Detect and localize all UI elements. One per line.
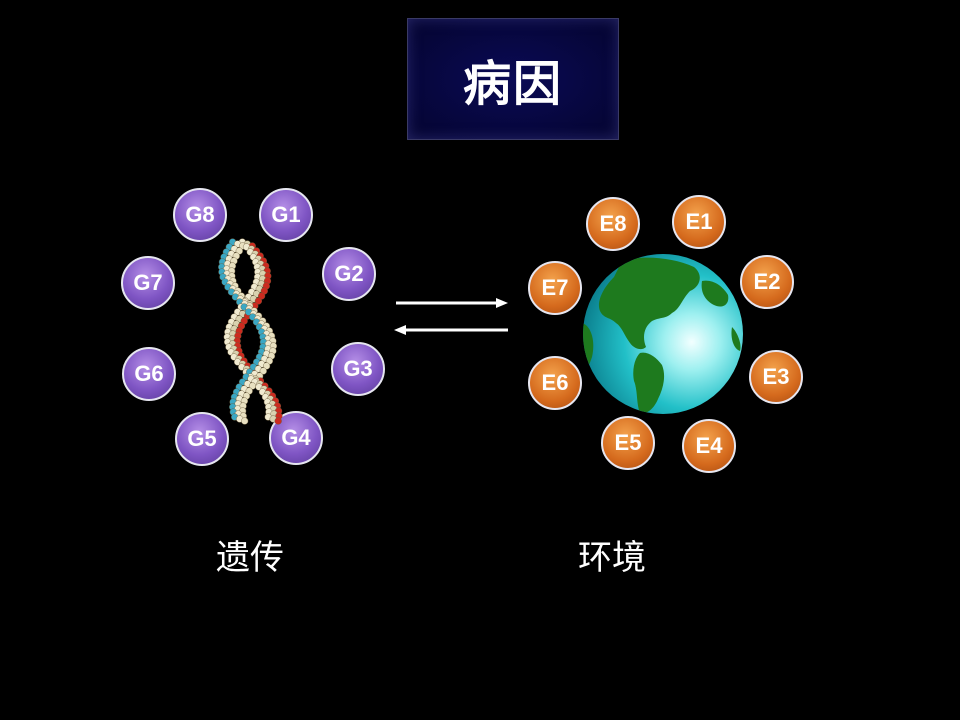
gene-node-g3: G3 (331, 342, 385, 396)
gene-node-g4: G4 (269, 411, 323, 465)
env-node-e3: E3 (749, 350, 803, 404)
env-node-e6: E6 (528, 356, 582, 410)
gene-node-g6: G6 (122, 347, 176, 401)
env-node-e1: E1 (672, 195, 726, 249)
gene-node-g7: G7 (121, 256, 175, 310)
gene-node-g5: G5 (175, 412, 229, 466)
slide-title: 病因 (462, 56, 563, 112)
env-node-e4: E4 (682, 419, 736, 473)
genetic-caption: 遗传 (216, 538, 284, 578)
gene-node-g1: G1 (259, 188, 313, 242)
dna-helix-icon (214, 238, 284, 428)
environment-caption: 环境 (578, 538, 646, 578)
env-node-e5: E5 (601, 416, 655, 470)
gene-node-g8: G8 (173, 188, 227, 242)
env-node-e7: E7 (528, 261, 582, 315)
env-node-e8: E8 (586, 197, 640, 251)
gene-node-g2: G2 (322, 247, 376, 301)
earth-globe-icon (582, 253, 744, 415)
bidirectional-arrows-icon (390, 290, 512, 340)
env-node-e2: E2 (740, 255, 794, 309)
title-box: 病因 (407, 18, 619, 140)
